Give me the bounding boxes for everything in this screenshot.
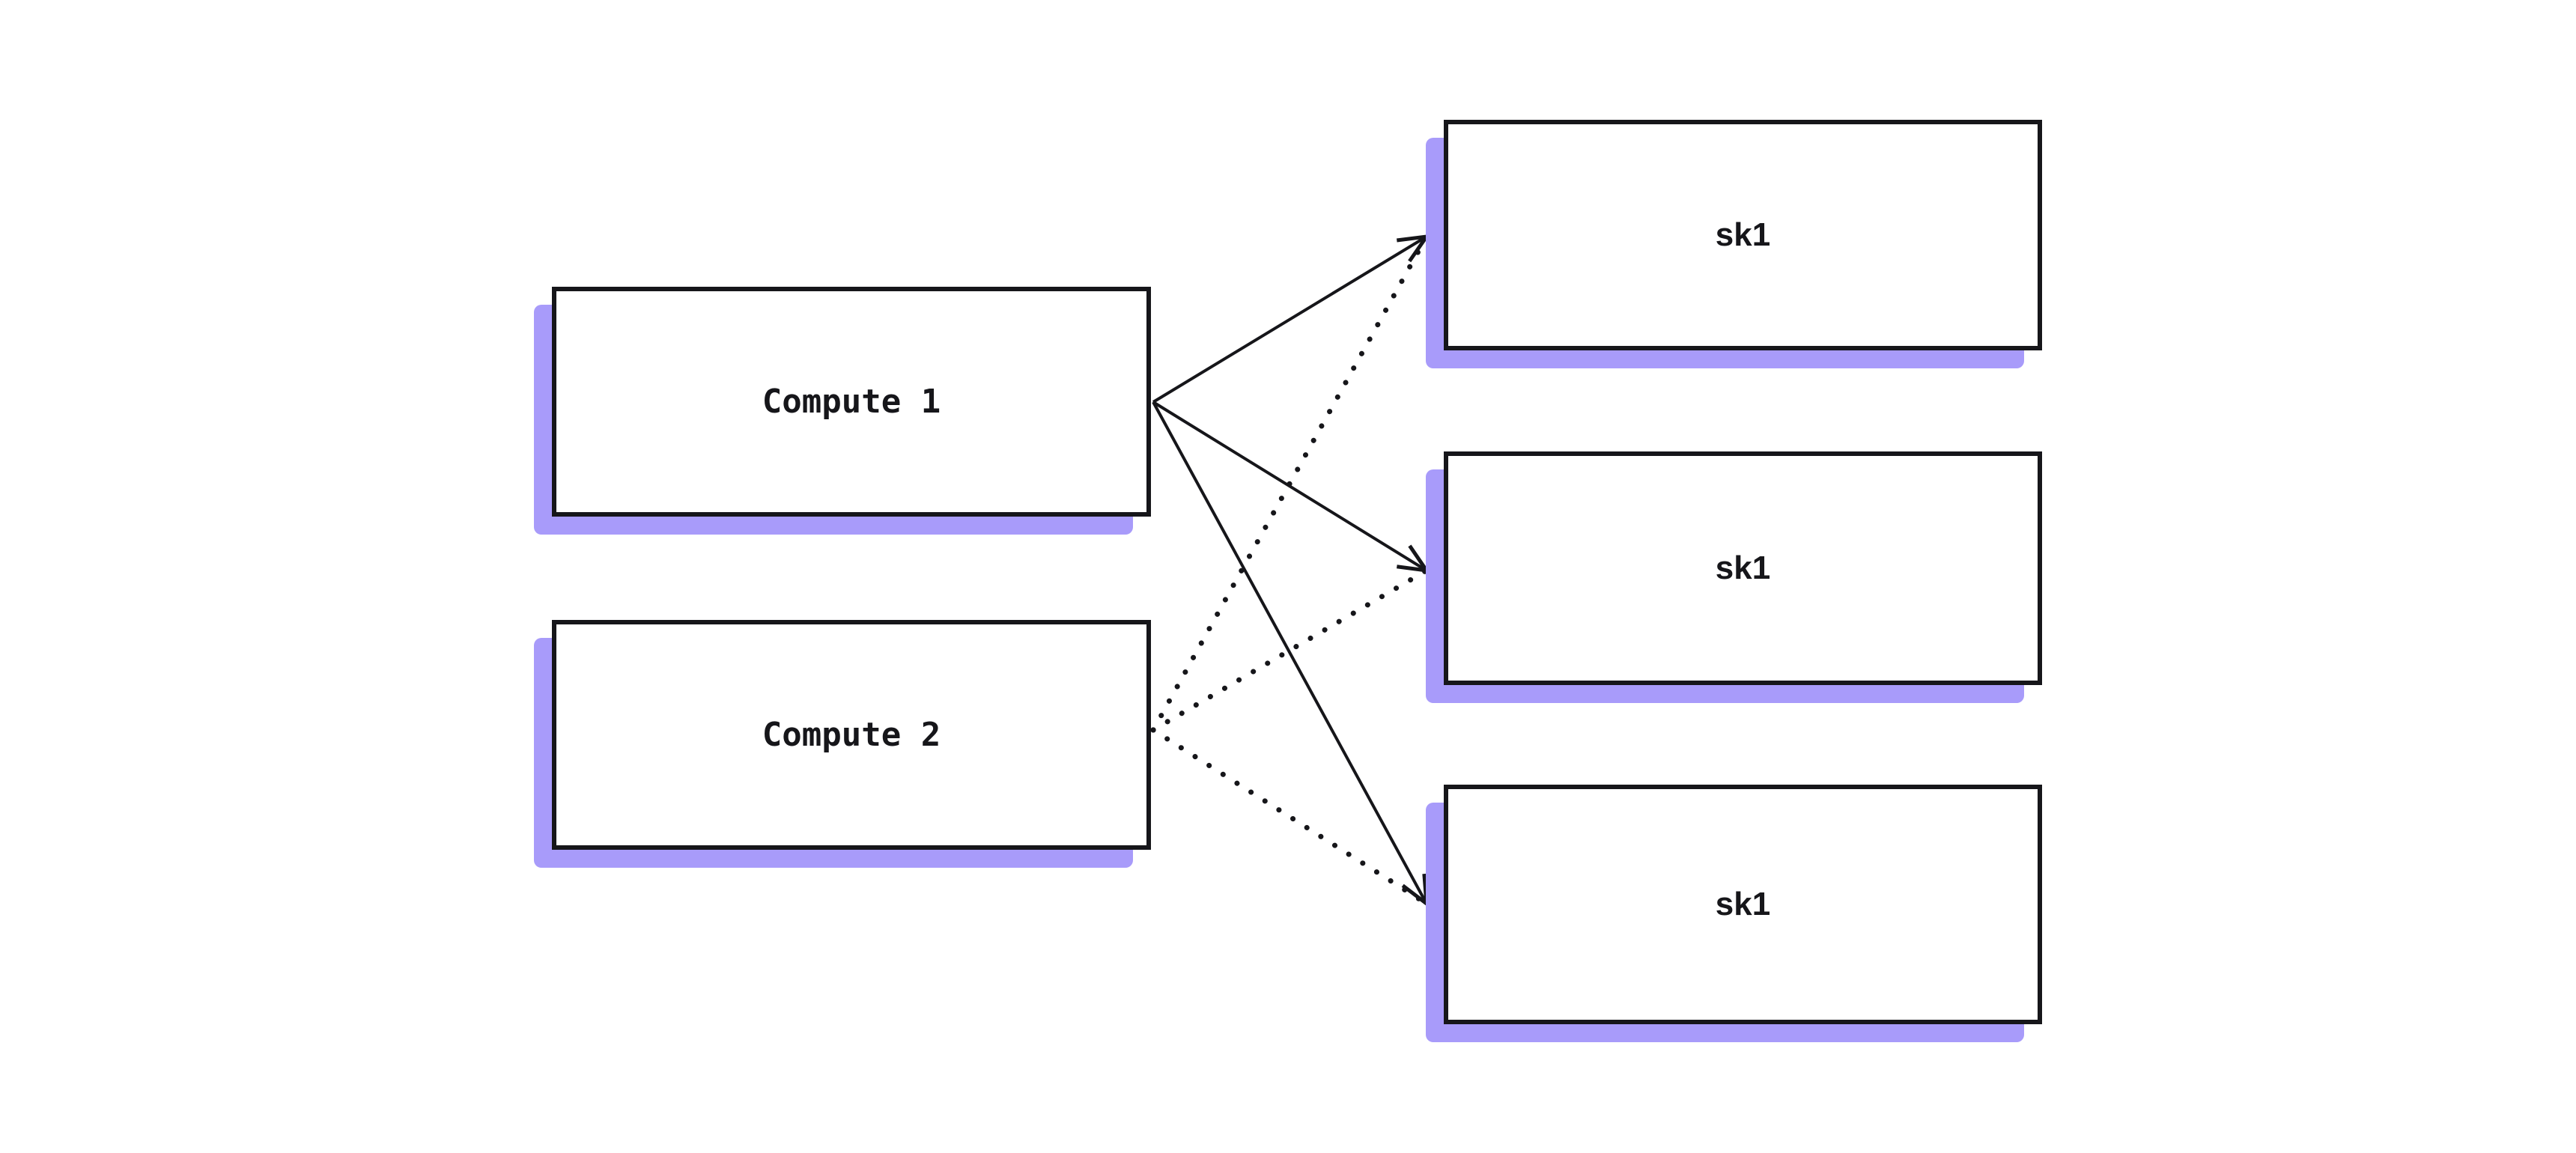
- edge-line: [1152, 235, 1428, 404]
- node-compute-2[interactable]: Compute 2: [552, 620, 1151, 850]
- arrowhead-icon: [1401, 873, 1429, 908]
- arrowhead-icon: [1397, 544, 1431, 574]
- edge-line: [1152, 401, 1428, 904]
- node-sk1-b[interactable]: sk1: [1444, 451, 2042, 685]
- edge-compute2-sk1c: [1150, 727, 1430, 907]
- node-compute-1[interactable]: Compute 1: [552, 287, 1151, 517]
- arrowhead-icon: [1396, 234, 1431, 263]
- node-label: Compute 1: [762, 382, 941, 421]
- node-sk1-c[interactable]: sk1: [1444, 785, 2042, 1024]
- edge-compute1-sk1a: [1152, 234, 1431, 404]
- edge-line: [1150, 568, 1430, 733]
- edge-compute2-sk1b: [1150, 568, 1430, 733]
- edge-compute2-sk1a: [1150, 234, 1430, 733]
- node-label: sk1: [1715, 216, 1771, 253]
- edge-line: [1150, 234, 1430, 733]
- edge-compute1-sk1b: [1152, 401, 1431, 574]
- node-label: Compute 2: [762, 715, 941, 754]
- node-sk1-a[interactable]: sk1: [1444, 120, 2042, 350]
- edge-line: [1152, 401, 1428, 572]
- node-label: sk1: [1715, 550, 1771, 586]
- edge-line: [1150, 727, 1430, 907]
- node-label: sk1: [1715, 886, 1771, 922]
- edge-compute1-sk1c: [1152, 401, 1429, 908]
